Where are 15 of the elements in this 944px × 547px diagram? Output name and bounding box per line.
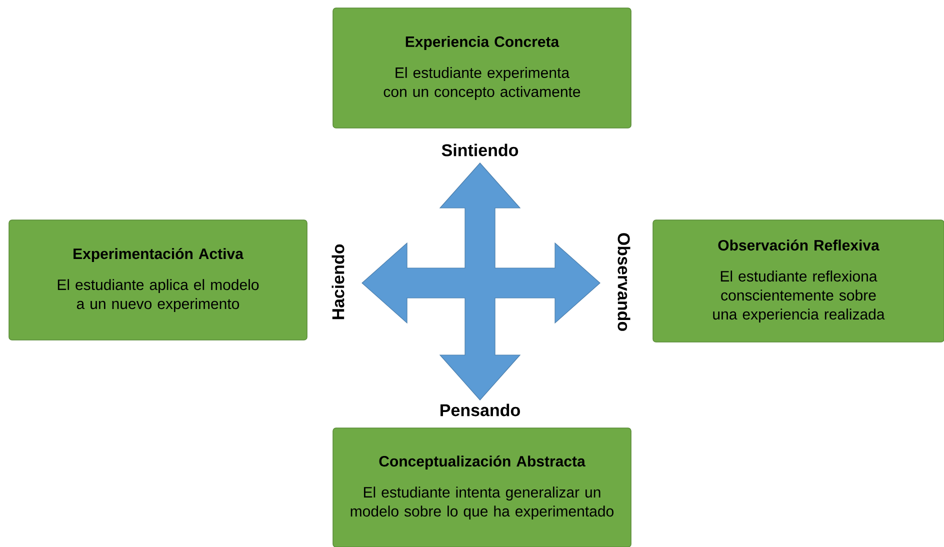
direction-label: Haciendo [332, 244, 344, 320]
process-box [332, 428, 632, 547]
process-box [652, 220, 944, 342]
process-box [332, 8, 632, 128]
box-text: El estudiante experimenta con un concepto activamente [384, 67, 580, 100]
box-text: El estudiante intenta generalizar un modelo sobre lo que ha experimentado [350, 486, 614, 520]
box-heading: Experimentación Activa [74, 248, 244, 262]
direction-label: Sintiendo [442, 144, 518, 156]
direction-label: Observando [618, 233, 630, 331]
box-text: El estudiante aplica el modelo a un nuevo experimento [58, 279, 259, 312]
box-heading: Observación Reflexiva [718, 239, 880, 251]
box-heading: Experiencia Concreta [406, 36, 560, 50]
box-heading: Conceptualización Abstracta [379, 455, 586, 470]
box-text: El estudiante reflexiona conscientemente sobre una experiencia realizada [713, 270, 885, 323]
process-box [8, 220, 308, 340]
